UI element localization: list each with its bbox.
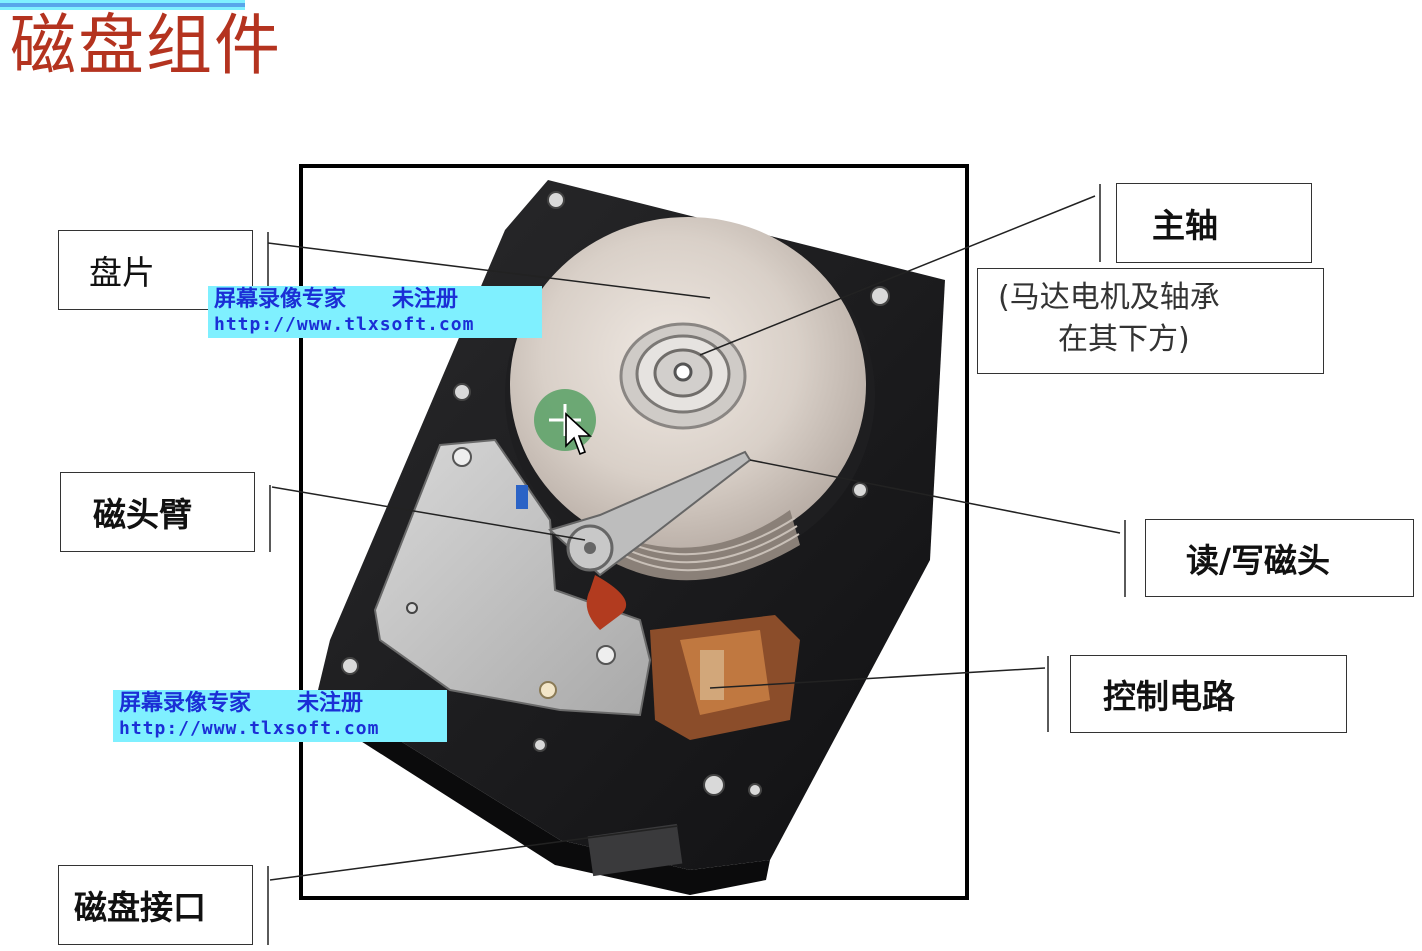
spindle-label-text: 主轴 [1152, 206, 1218, 245]
label-spindle: 主轴 [1116, 183, 1312, 263]
watermark-1-line1: 屏幕录像专家 未注册 [214, 287, 458, 312]
spindle-note-line2: 在其下方) [1058, 322, 1190, 357]
watermark-2-line2: http://www.tlxsoft.com [119, 718, 380, 739]
rw-head-label-text: 读/写磁头 [1186, 541, 1331, 580]
control-circuit [650, 615, 800, 740]
platter-label-text: 盘片 [89, 253, 155, 292]
watermark-top-strip [0, 0, 245, 10]
watermark-1-line2: http://www.tlxsoft.com [214, 314, 475, 335]
label-rw-head: 读/写磁头 [1145, 519, 1414, 597]
label-disk-interface: 磁盘接口 [58, 865, 253, 945]
spindle [619, 322, 747, 430]
label-platter: 盘片 [58, 230, 253, 310]
watermark-2-line1: 屏幕录像专家 未注册 [119, 691, 363, 716]
control-circuit-label-text: 控制电路 [1103, 677, 1235, 716]
head-arm [373, 438, 752, 717]
spindle-note-line1: (马达电机及轴承 [998, 280, 1220, 315]
head-arm-label-text: 磁头臂 [93, 495, 192, 534]
chassis-screws [341, 191, 890, 797]
leader-lines [267, 184, 1126, 945]
label-control-circuit: 控制电路 [1070, 655, 1347, 733]
spindle-note: (马达电机及轴承 在其下方) [977, 268, 1324, 374]
label-head-arm: 磁头臂 [60, 472, 255, 552]
page-title: 磁盘组件 [10, 7, 282, 84]
watermark-1: 屏幕录像专家 未注册 http://www.tlxsoft.com [208, 286, 542, 338]
disk-interface-label-text: 磁盘接口 [74, 888, 206, 927]
watermark-2: 屏幕录像专家 未注册 http://www.tlxsoft.com [113, 690, 447, 742]
